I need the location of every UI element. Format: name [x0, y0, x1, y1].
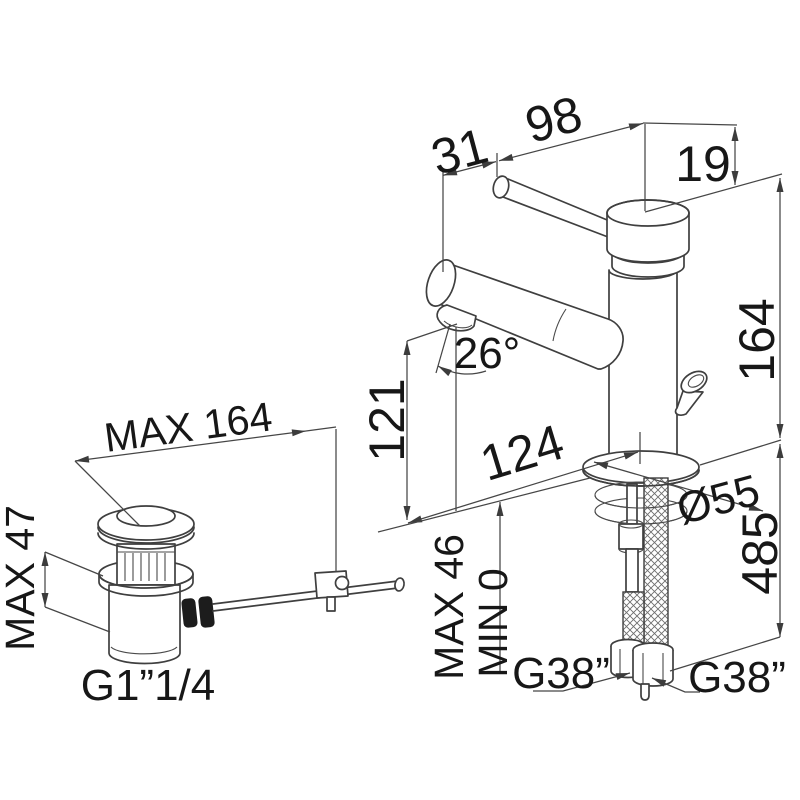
ext-line-hose-end — [669, 636, 781, 672]
dim-line-diameter — [593, 461, 764, 512]
faucet-column — [608, 269, 678, 466]
ext-line-cap-plane — [644, 173, 783, 213]
hose-nut-right — [632, 642, 674, 687]
deck-plane-right — [699, 439, 782, 466]
dim-label-max46: MAX 46 — [426, 534, 472, 680]
faucet-spout — [425, 259, 624, 370]
ext-max47-bottom — [44, 606, 111, 633]
drain-assembly-drawing — [97, 505, 405, 665]
ext-max164-a — [305, 426, 337, 432]
drain-flange — [97, 505, 195, 550]
deck-plane-left — [377, 477, 591, 533]
side-outlet — [674, 370, 708, 417]
dim-label-min0: MIN 0 — [470, 568, 516, 677]
drain-tee — [181, 596, 215, 628]
pop-up-rod — [212, 577, 405, 612]
cap-top-face — [606, 199, 690, 227]
lever-tip — [492, 175, 510, 199]
dim-label-19: 19 — [675, 136, 731, 192]
spout-end-face — [425, 259, 457, 307]
base-flange — [582, 450, 700, 484]
dim-label-485: 485 — [732, 511, 788, 594]
dim-label-g38-left: G38” — [512, 649, 610, 698]
drain-crown — [116, 543, 176, 586]
dim-label-98: 98 — [519, 85, 587, 153]
dim-label-164: 164 — [729, 298, 785, 381]
dim-label-max47: MAX 47 — [0, 505, 43, 651]
drain-tailpiece — [108, 584, 181, 665]
ext-max47-top — [44, 551, 104, 577]
ext-line-19-top — [642, 122, 738, 126]
dim-label-max164: MAX 164 — [102, 393, 275, 461]
dim-line-31 — [442, 160, 497, 177]
drain-dome-cap — [116, 505, 176, 527]
dim-label-121: 121 — [359, 378, 415, 461]
dim-line-max164 — [74, 429, 307, 463]
dim-label-g38-right: G38” — [688, 653, 786, 702]
cartridge-cap — [606, 199, 690, 263]
rod-clamp — [314, 570, 350, 612]
leader-g38-left — [533, 672, 631, 692]
dim-label-124: 124 — [474, 414, 570, 492]
supply-hose-left — [622, 591, 645, 646]
faucet-lever — [492, 175, 613, 238]
mounting-stud — [618, 483, 644, 593]
dim-label-26deg: 26° — [454, 329, 521, 378]
angle-arc — [437, 365, 487, 377]
dim-label-g114: G1”1/4 — [81, 661, 216, 710]
hose-stub — [640, 683, 650, 701]
angle-leg-line — [435, 323, 451, 374]
faucet-body-drawing — [425, 175, 708, 701]
leader-g38-right — [651, 677, 700, 693]
leader-drain-center — [74, 460, 141, 527]
dim-label-31: 31 — [425, 117, 493, 185]
supply-hose-right — [643, 477, 669, 647]
dim-line-98 — [498, 122, 644, 162]
